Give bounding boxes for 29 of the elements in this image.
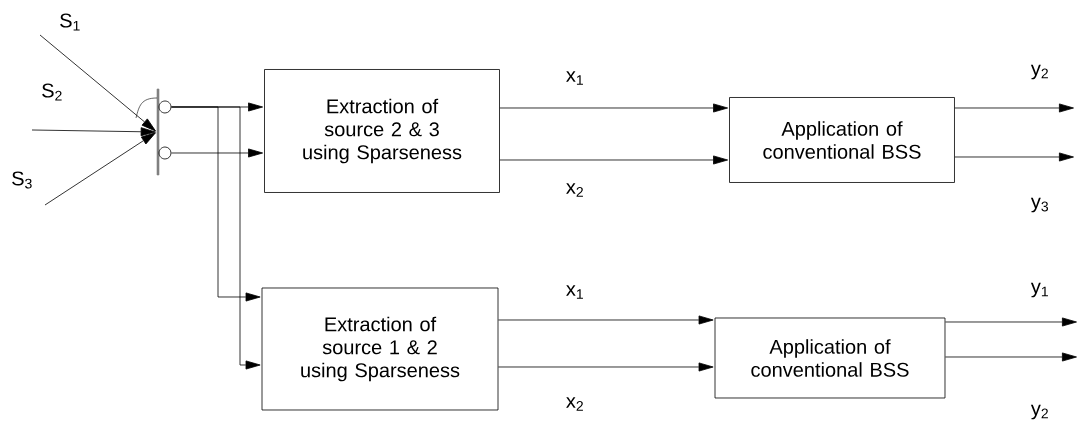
- arrow: [498, 315, 714, 325]
- edge-label: y$_{2}$: [1030, 64, 1048, 80]
- arrow: [499, 155, 729, 165]
- edge-label: x$_{1}$: [566, 285, 583, 299]
- arrow: [954, 103, 1074, 113]
- arrow: [499, 103, 729, 113]
- edge-label: x$_{2}$: [566, 183, 583, 197]
- arrow: [171, 148, 264, 158]
- edge-label: y$_{1}$: [1030, 282, 1048, 298]
- process-box: Application of conventional BSS: [729, 97, 955, 183]
- arrow: [945, 317, 1077, 327]
- source-label: S$_{1}$: [60, 13, 80, 31]
- process-box: Extraction of source 2 & 3 using Sparseness: [264, 69, 500, 193]
- arrow: [31, 127, 156, 137]
- source-label: S$_{3}$: [12, 171, 32, 189]
- arrow: [44, 132, 156, 206]
- edge-label: x$_{2}$: [566, 397, 583, 411]
- arrow: [954, 152, 1074, 162]
- sensor-bar: [156, 88, 160, 176]
- arrow: [39, 34, 156, 132]
- source-label: S$_{2}$: [42, 83, 62, 101]
- process-box: Application of conventional BSS: [714, 317, 946, 399]
- edge-label: y$_{2}$: [1030, 404, 1048, 420]
- arrow: [171, 106, 261, 370]
- process-box: Extraction of source 1 & 2 using Sparseness: [261, 287, 499, 411]
- edge-label: x$_{1}$: [566, 71, 583, 85]
- arrow: [945, 352, 1077, 362]
- arrow: [498, 362, 714, 372]
- edge-label: y$_{3}$: [1030, 197, 1048, 213]
